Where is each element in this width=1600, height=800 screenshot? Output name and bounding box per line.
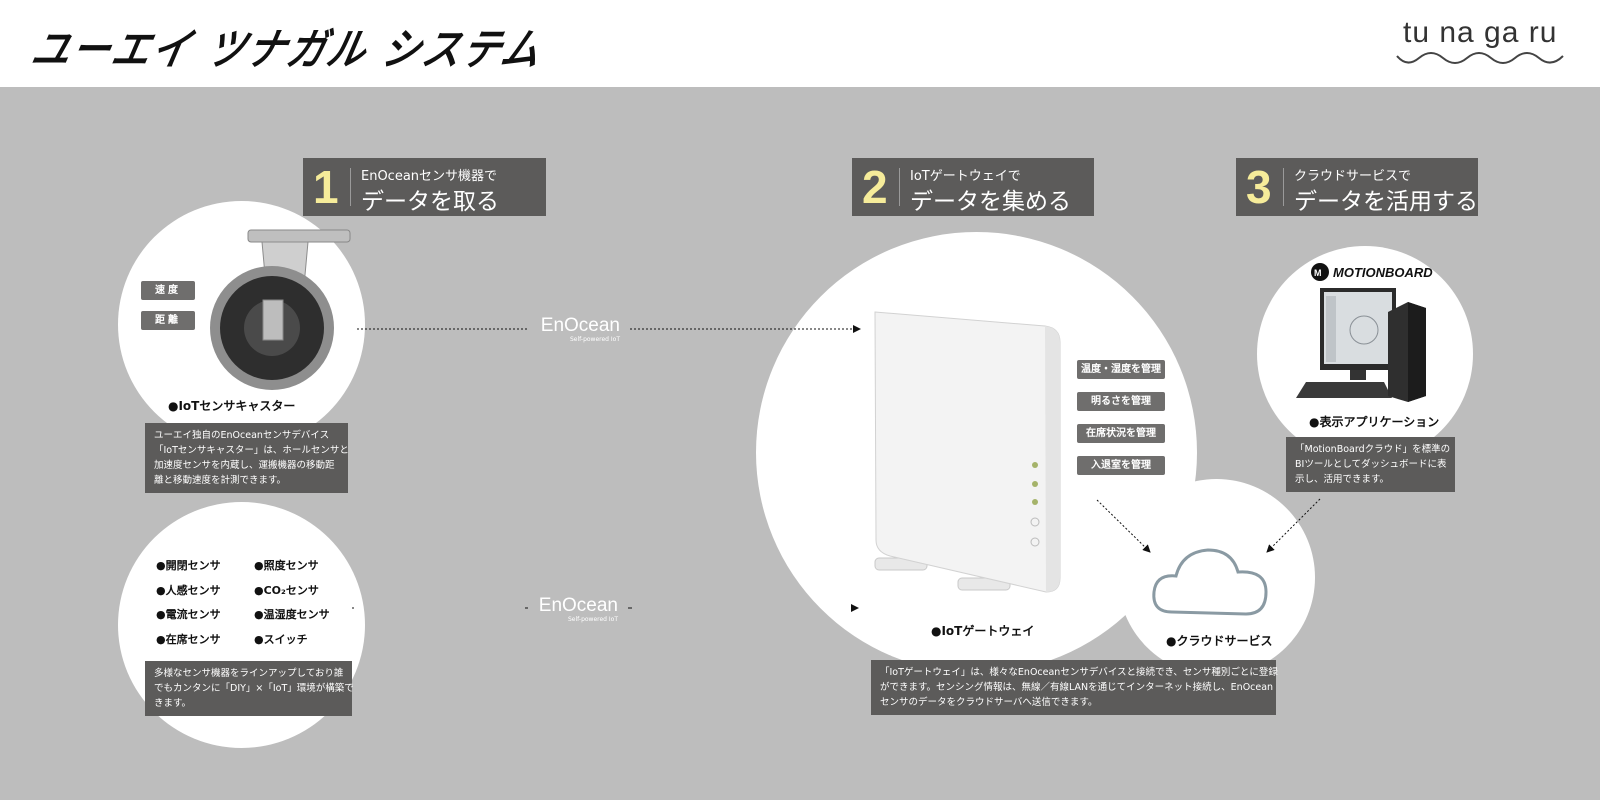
desc-line: 「MotionBoardクラウド」を標準の [1295, 444, 1451, 455]
tag-brightness: 明るさを管理 [1077, 392, 1165, 411]
caster-description: ユーエイ独自のEnOceanセンサデバイス 「IoTセンサキャスター」は、ホール… [145, 423, 349, 493]
desc-line: BIツールとしてダッシュボードに表 [1295, 459, 1447, 470]
cloud-caption: ●クラウドサービス [1166, 634, 1273, 648]
sensor-illuminance: ●照度センサ [254, 559, 319, 572]
step-number: 3 [1246, 161, 1272, 213]
logo-text: tu na ga ru [1403, 16, 1558, 49]
tag-temp-humidity: 温度・湿度を管理 [1077, 360, 1165, 379]
desc-line: 「IoTセンサキャスター」は、ホールセンサと [154, 445, 349, 456]
header: ユーエイ ツナガル システム tu na ga ru [0, 0, 1600, 87]
step-title: データを集める [910, 189, 1071, 215]
cloud-circle [1118, 479, 1315, 676]
enocean-logo-bottom: EnOcean Self-powered IoT [532, 596, 618, 624]
tsunagaru-logo: tu na ga ru [1395, 12, 1570, 72]
tag-distance: 距離 [141, 311, 195, 330]
sensor-presence: ●在席センサ [156, 633, 221, 646]
enocean-tagline: Self-powered IoT [569, 336, 620, 343]
step-subtitle: IoTゲートウェイで [910, 169, 1021, 184]
gateway-device-icon [874, 311, 1061, 593]
desc-line: 多様なセンサ機器をラインアップしており誰 [154, 668, 344, 679]
step-3-panel: 3 クラウドサービスで データを活用する [1236, 158, 1478, 216]
motionboard-logo-text: MOTIONBOARD [1333, 265, 1433, 280]
computer-icon [1296, 288, 1426, 402]
desc-line: センサのデータをクラウドサーバへ送信できます。 [880, 697, 1098, 708]
svg-text:M: M [1314, 268, 1322, 278]
enocean-logo-top: EnOcean Self-powered IoT [534, 316, 620, 344]
gateway-caption: ●IoTゲートウェイ [931, 624, 1035, 638]
step-number: 1 [313, 161, 339, 213]
enocean-wordmark: EnOcean [538, 595, 618, 616]
step-1-panel: 1 EnOceanセンサ機器で データを取る [303, 158, 546, 216]
divider [350, 168, 351, 206]
app-description: 「MotionBoardクラウド」を標準の BIツールとしてダッシュボードに表 … [1286, 437, 1455, 492]
step-subtitle: クラウドサービスで [1294, 169, 1412, 184]
cloud-icon [1152, 548, 1268, 616]
sensor-motion: ●人感センサ [156, 584, 221, 597]
step-title: データを活用する [1294, 189, 1478, 215]
desc-line: 「IoTゲートウェイ」は、様々なEnOceanセンサデバイスと接続でき、センサ種… [880, 667, 1278, 678]
divider [1283, 168, 1284, 206]
step-2-panel: 2 IoTゲートウェイで データを集める [852, 158, 1094, 216]
caster-caption: ●IoTセンサキャスター [168, 399, 296, 413]
divider [899, 168, 900, 206]
enocean-wordmark: EnOcean [540, 315, 620, 336]
sensor-switch: ●スイッチ [254, 633, 308, 646]
gateway-description: 「IoTゲートウェイ」は、様々なEnOceanセンサデバイスと接続でき、センサ種… [871, 660, 1278, 715]
sensor-current: ●電流センサ [156, 608, 221, 621]
desc-line: 離と移動速度を計測できます。 [154, 475, 287, 486]
tag-speed: 速度 [141, 281, 195, 300]
desc-line: でもカンタンに「DIY」×「IoT」環境が構築で [154, 683, 354, 694]
desc-line: 示し、活用できます。 [1295, 474, 1390, 485]
motionboard-logo-icon [1311, 263, 1329, 281]
desc-line: 加速度センサを内蔵し、運搬機器の移動距 [154, 460, 335, 471]
enocean-tagline: Self-powered IoT [567, 616, 618, 623]
step-number: 2 [862, 161, 888, 213]
sensors-description: 多様なセンサ機器をラインアップしており誰 でもカンタンに「DIY」×「IoT」環… [145, 661, 354, 716]
desc-line: ユーエイ独自のEnOceanセンサデバイス [154, 430, 330, 441]
sensor-open-close: ●開閉センサ [156, 559, 221, 572]
app-caption: ●表示アプリケーション [1309, 415, 1440, 429]
step-subtitle: EnOceanセンサ機器で [361, 169, 498, 184]
step-title: データを取る [361, 189, 499, 215]
desc-line: きます。 [154, 698, 192, 709]
desc-line: ができます。センシング情報は、無線／有線LANを通じてインターネット接続し、En… [880, 682, 1274, 693]
tag-entry-exit: 入退室を管理 [1077, 456, 1165, 475]
sensor-co2: ●CO₂センサ [254, 584, 319, 597]
caster-icon [210, 229, 351, 390]
sensor-temp-humidity: ●温湿度センサ [254, 608, 330, 621]
tag-presence: 在席状況を管理 [1077, 424, 1165, 443]
logo-wave-icon [1396, 52, 1564, 64]
